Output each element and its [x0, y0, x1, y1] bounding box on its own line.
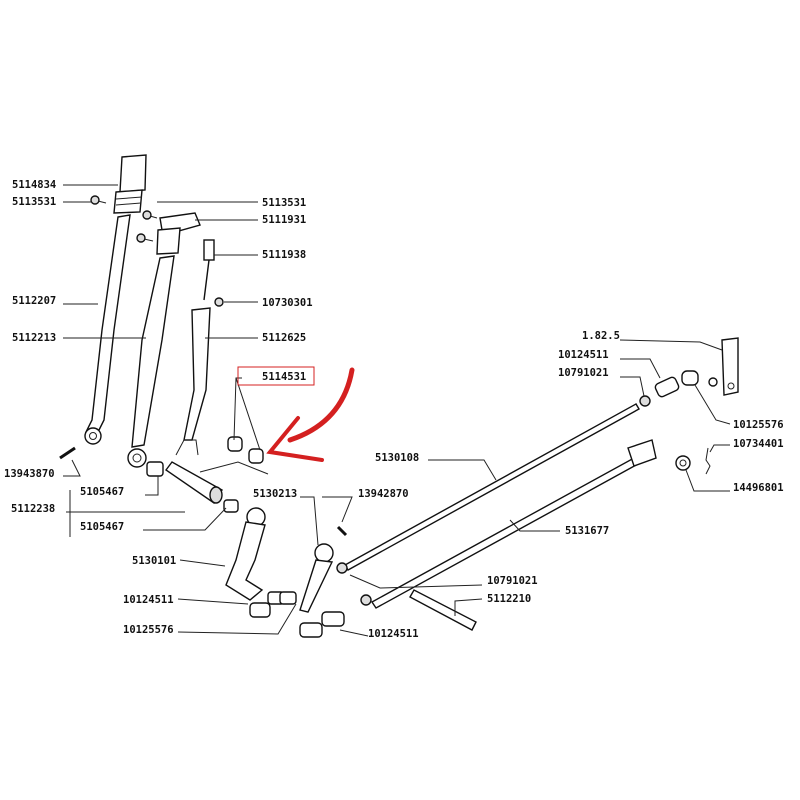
part-tube-5112238: [165, 461, 223, 504]
label-5130108: 5130108: [375, 452, 419, 464]
part-lever-5112213: [127, 255, 175, 468]
part-ends-10124511-bottom: [299, 611, 345, 638]
label-5111938: 5111938: [262, 249, 306, 261]
label-5112207: 5112207: [12, 295, 56, 307]
part-lever-5130213: [299, 543, 334, 613]
part-nuts-10791021-lower: [336, 562, 372, 606]
label-5131677: 5131677: [565, 525, 609, 537]
label-5112213: 5112213: [12, 332, 56, 344]
red-arrow-icon: [266, 367, 355, 462]
part-shaft-5111938: [203, 239, 215, 301]
part-rod-5131677: [370, 439, 657, 609]
label-14496801: 14496801: [733, 482, 784, 494]
label-10730301: 10730301: [262, 297, 313, 309]
label-10734401: 10734401: [733, 438, 784, 450]
label-10125576-left: 10125576: [123, 624, 174, 636]
part-labels: 5114834 5113531 5113531 5111931 5111938 …: [4, 179, 784, 640]
part-pin-5112210: [409, 589, 477, 631]
part-knob-5111931: [156, 212, 201, 255]
part-top-right-assembly: [639, 337, 739, 407]
label-5112210: 5112210: [487, 593, 531, 605]
part-lever-5112207: [84, 214, 131, 445]
leader-lines: [63, 184, 731, 637]
part-clip-10734401: [705, 447, 711, 475]
label-1-82-5: 1.82.5: [582, 330, 620, 342]
part-pin-13943870: [59, 446, 76, 460]
part-screws-5113531-right: [136, 210, 158, 243]
label-10791021-upper: 10791021: [558, 367, 609, 379]
label-5114531: 5114531: [262, 371, 306, 383]
part-knob-5114834: [113, 154, 147, 214]
label-5113531-left: 5113531: [12, 196, 56, 208]
part-fork-5112625: [175, 307, 211, 456]
label-5112238: 5112238: [11, 503, 55, 515]
part-washer-14496801: [675, 455, 691, 471]
label-5130213: 5130213: [253, 488, 297, 500]
label-10124511-right: 10124511: [558, 349, 609, 361]
part-bushing-5105467-upper: [146, 461, 164, 477]
label-10125576-right: 10125576: [733, 419, 784, 431]
label-5113531-right: 5113531: [262, 197, 306, 209]
label-10791021-lower: 10791021: [487, 575, 538, 587]
part-bushing-5105467-lower: [223, 499, 239, 513]
label-5114834: 5114834: [12, 179, 56, 191]
label-10124511-bottom: 10124511: [368, 628, 419, 640]
part-ends-10124511-10125576-left: [249, 591, 297, 618]
label-10124511-left: 10124511: [123, 594, 174, 606]
label-13942870: 13942870: [358, 488, 409, 500]
label-13943870: 13943870: [4, 468, 55, 480]
part-bushings-5114531: [227, 436, 264, 464]
highlight-box: [237, 366, 315, 386]
label-5105467-lower: 5105467: [80, 521, 124, 533]
part-screw-5113531-left: [90, 195, 107, 205]
part-lever-5130101: [225, 507, 266, 601]
part-nut-10730301: [214, 297, 224, 307]
label-5105467-upper: 5105467: [80, 486, 124, 498]
label-5130101: 5130101: [132, 555, 176, 567]
label-5112625: 5112625: [262, 332, 306, 344]
part-pin-13942870: [336, 525, 348, 537]
label-5111931: 5111931: [262, 214, 306, 226]
